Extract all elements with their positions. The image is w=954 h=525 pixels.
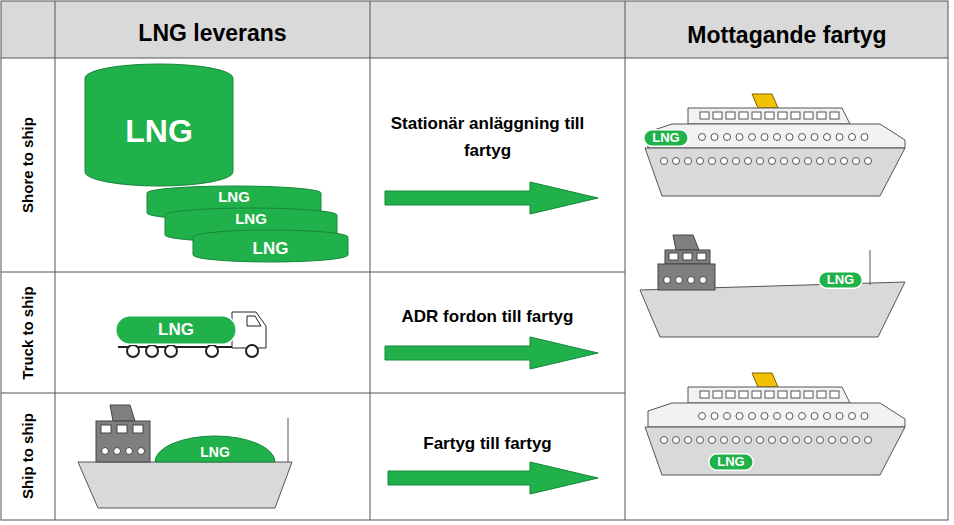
- porthole: [126, 448, 133, 455]
- wheel: [146, 345, 158, 357]
- window: [101, 425, 111, 433]
- tank-label: LNG: [717, 455, 744, 469]
- row-header: Shore to ship: [16, 117, 40, 213]
- truck-cab: [232, 312, 266, 348]
- tank-outline: [644, 130, 689, 147]
- transfer-label: Stationär anläggning till fartyg: [380, 110, 595, 164]
- grid-line: [370, 1, 371, 520]
- header-band: [1, 1, 948, 58]
- window: [133, 425, 143, 433]
- tank-outline: [193, 230, 348, 262]
- porthole: [102, 448, 109, 455]
- porthole: [688, 277, 695, 284]
- porthole: [664, 277, 671, 284]
- superstructure: [96, 421, 150, 462]
- column-header: Mottagande fartyg: [628, 17, 946, 54]
- tank-label: LNG: [218, 189, 250, 206]
- porthole: [700, 277, 707, 284]
- truck-tank: LNG: [115, 315, 237, 345]
- arrow: [385, 182, 598, 214]
- window: [117, 425, 127, 433]
- wheel: [206, 345, 218, 357]
- bunker-ship: [78, 405, 292, 508]
- grid-line: [55, 1, 56, 520]
- ship-lng-tank: LNG: [818, 271, 863, 289]
- ship-lng-tank: LNG: [643, 129, 689, 147]
- tank-outline: [85, 64, 233, 186]
- windows: [101, 425, 145, 455]
- mast: [288, 418, 289, 462]
- tank-label: LNG: [200, 445, 230, 460]
- column-header: LNG leverans: [60, 15, 365, 52]
- arrow: [385, 337, 598, 369]
- transfer-label: Fartyg till fartyg: [380, 430, 595, 457]
- mast: [870, 250, 871, 285]
- windows: [664, 253, 707, 284]
- wheel: [165, 345, 177, 357]
- row-header: Ship to ship: [16, 413, 40, 499]
- storage-tank: LNG: [193, 230, 348, 262]
- tank-label: LNG: [235, 211, 267, 228]
- funnel: [673, 235, 699, 250]
- transfer-label: ADR fordon till fartyg: [380, 303, 595, 330]
- tank-outline: [709, 454, 754, 471]
- bridge: [665, 250, 710, 264]
- wheel: [246, 345, 258, 357]
- grid-line: [1, 393, 625, 394]
- tank-outline: [116, 316, 237, 345]
- tank-label: LNG: [125, 114, 193, 149]
- grid-line: [1, 58, 948, 59]
- tank-label: LNG: [827, 273, 854, 287]
- grid-line: [625, 1, 626, 520]
- window: [683, 253, 692, 260]
- tank-label: LNG: [158, 321, 194, 340]
- wheel: [127, 345, 139, 357]
- tank-outline: [155, 436, 275, 462]
- bunker-tank: LNG: [155, 436, 275, 462]
- cab-window: [247, 316, 261, 326]
- grid-line: [1, 272, 625, 273]
- arrow: [388, 462, 598, 494]
- porthole: [676, 277, 683, 284]
- ship-lng-tank: LNG: [708, 453, 754, 471]
- porthole: [138, 448, 145, 455]
- cargo-ship: [640, 235, 905, 337]
- row-header: Truck to ship: [16, 286, 40, 379]
- porthole: [114, 448, 121, 455]
- wheels: [127, 345, 258, 357]
- window: [669, 253, 678, 260]
- superstructure: [658, 264, 715, 290]
- tank-label: LNG: [253, 240, 289, 259]
- tank-outline: [819, 272, 863, 289]
- funnel: [110, 405, 135, 421]
- cruise-ship: [645, 373, 905, 475]
- tank-label: LNG: [652, 131, 679, 145]
- storage-tank: LNG: [85, 64, 233, 186]
- hull: [78, 462, 292, 508]
- window: [697, 253, 706, 260]
